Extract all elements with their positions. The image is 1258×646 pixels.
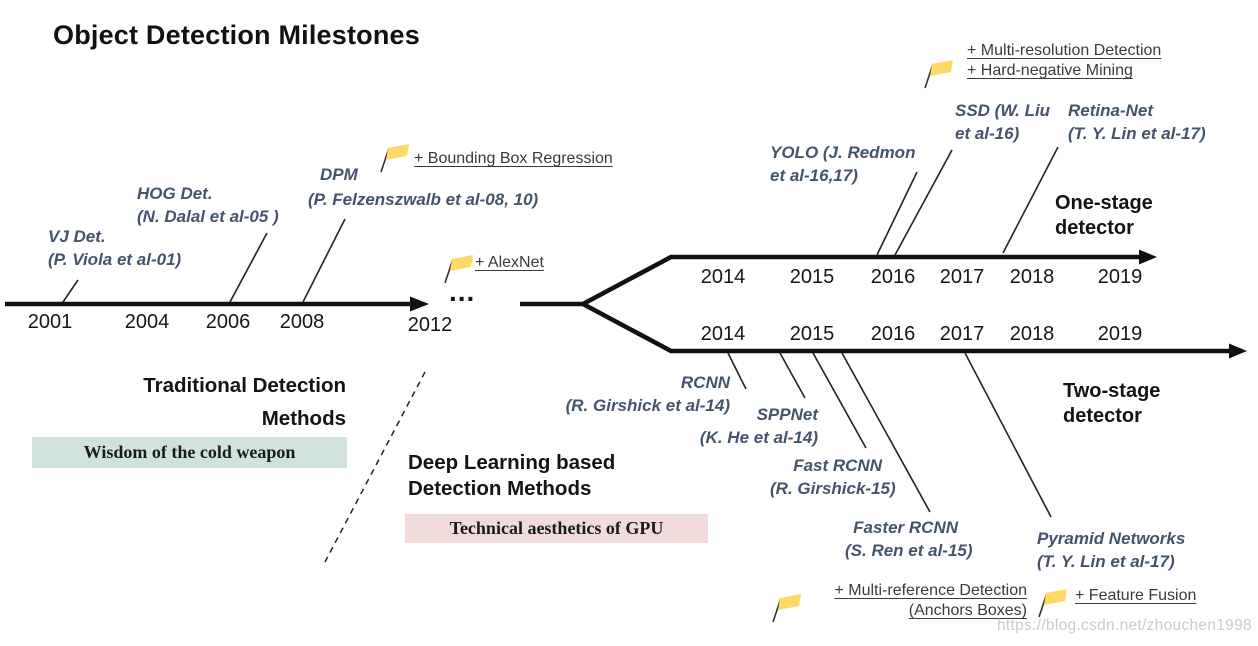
page-title: Object Detection Milestones	[53, 20, 420, 50]
era-divider-dashed-line	[324, 371, 426, 563]
sppnet-leader-line	[779, 352, 806, 399]
annotation-multi-reference-detection: + Multi-reference Detection (Anchors Box…	[834, 582, 1027, 619]
milestone-cite: (N. Dalal et al-05 )	[137, 207, 279, 226]
milestone-retina-net: Retina-Net (T. Y. Lin et al-17)	[1068, 99, 1206, 145]
milestone-vj-det: VJ Det. (P. Viola et al-01)	[48, 225, 181, 271]
milestone-cite: (P. Viola et al-01)	[48, 250, 182, 269]
one-stage-year-2018: 2018	[1009, 266, 1055, 288]
yolo-leader-line	[876, 171, 918, 256]
milestone-name: Retina-Net	[1068, 101, 1154, 120]
two-stage-year-2017: 2017	[939, 323, 985, 345]
milestone-sppnet: SPPNet (K. He et al-14)	[690, 403, 818, 449]
two-stage-year-2018: 2018	[1009, 323, 1055, 345]
milestone-name: RCNN	[680, 373, 730, 392]
milestone-fast-rcnn: Fast RCNN (R. Girshick-15)	[770, 454, 896, 500]
milestone-dpm-cite: (P. Felzenszwalb et al-08, 10)	[308, 190, 539, 209]
two-stage-arrowhead	[1229, 343, 1247, 359]
retina-leader-line	[1002, 146, 1059, 254]
milestone-yolo: YOLO (J. Redmon et al-16,17)	[770, 141, 915, 187]
milestone-name: SSD (W. Liu	[955, 101, 1051, 120]
milestone-name: Fast RCNN	[793, 456, 882, 475]
one-stage-timeline-line	[581, 254, 1140, 307]
fast-rcnn-leader-line	[812, 352, 867, 449]
rcnn-leader-line	[727, 352, 747, 390]
pyramid-leader-line	[964, 352, 1052, 518]
milestone-cite: (R. Girshick et al-14)	[565, 396, 730, 415]
two-stage-timeline-line	[581, 301, 1230, 354]
two-stage-year-2015: 2015	[789, 323, 835, 345]
two-stage-year-2019: 2019	[1097, 323, 1143, 345]
milestone-cite: et al-16,17)	[770, 166, 858, 185]
milestone-name: SPPNet	[756, 405, 818, 424]
annotation-multi-resolution-hard-negative: + Multi-resolution Detection + Hard-nega…	[967, 42, 1162, 79]
milestone-cite: (T. Y. Lin et al-17)	[1037, 552, 1175, 571]
milestone-name: YOLO (J. Redmon	[770, 143, 916, 162]
one-stage-arrowhead	[1139, 249, 1157, 265]
year-2004: 2004	[124, 311, 170, 333]
milestone-pyramid-networks: Pyramid Networks (T. Y. Lin et al-17)	[1037, 527, 1185, 573]
milestone-cite: (T. Y. Lin et al-17)	[1068, 124, 1206, 143]
milestone-cite: (K. He et al-14)	[699, 428, 818, 447]
traditional-tagline-box: Wisdom of the cold weapon	[32, 437, 347, 468]
two-stage-detector-label: Two-stage detector	[1063, 380, 1161, 427]
milestone-ssd: SSD (W. Liu et al-16)	[955, 99, 1050, 145]
watermark-text: https://blog.csdn.net/zhouchen1998	[997, 617, 1252, 634]
one-stage-year-2019: 2019	[1097, 266, 1143, 288]
one-stage-year-2017: 2017	[939, 266, 985, 288]
milestone-cite: et al-16)	[955, 124, 1020, 143]
dpm-leader-line	[302, 218, 346, 303]
milestone-faster-rcnn: Faster RCNN (S. Ren et al-15)	[845, 516, 973, 562]
one-stage-detector-label: One-stage detector	[1055, 192, 1153, 239]
faster-rcnn-leader-line	[841, 352, 931, 513]
two-stage-year-2016: 2016	[870, 323, 916, 345]
one-stage-year-2016: 2016	[870, 266, 916, 288]
year-2012: 2012	[407, 314, 453, 336]
hog-leader-line	[229, 232, 268, 303]
one-stage-year-2014: 2014	[700, 266, 746, 288]
deep-tagline-box: Technical aesthetics of GPU	[405, 514, 708, 543]
milestone-cite: (S. Ren et al-15)	[845, 541, 973, 560]
vj-leader-line	[62, 279, 79, 303]
ssd-leader-line	[894, 149, 953, 256]
milestone-name: VJ Det.	[48, 227, 106, 246]
main-timeline-arrowhead	[410, 296, 429, 312]
annotation-feature-fusion: + Feature Fusion	[1075, 587, 1197, 604]
one-stage-year-2015: 2015	[789, 266, 835, 288]
timeline-gap-ellipsis: ...	[449, 276, 476, 307]
milestone-cite: (R. Girshick-15)	[770, 479, 896, 498]
year-2001: 2001	[27, 311, 73, 333]
annotation-alexnet: + AlexNet	[475, 254, 544, 271]
flag-icon	[772, 593, 802, 623]
milestone-rcnn: RCNN (R. Girshick et al-14)	[553, 371, 730, 417]
milestone-hog-det: HOG Det. (N. Dalal et al-05 )	[137, 182, 279, 228]
flag-icon	[1038, 588, 1068, 618]
year-2006: 2006	[205, 311, 251, 333]
two-stage-year-2014: 2014	[700, 323, 746, 345]
flag-icon	[924, 59, 954, 89]
milestone-name: Faster RCNN	[853, 518, 958, 537]
year-2008: 2008	[279, 311, 325, 333]
annotation-bounding-box-regression: + Bounding Box Regression	[414, 150, 613, 167]
deep-learning-methods-label: Deep Learning based Detection Methods	[408, 451, 616, 500]
traditional-methods-label: Traditional Detection Methods	[143, 374, 346, 430]
milestone-name: HOG Det.	[137, 184, 213, 203]
milestone-name: Pyramid Networks	[1037, 529, 1186, 548]
milestone-dpm-name: DPM	[320, 165, 358, 184]
flag-icon	[380, 143, 410, 173]
